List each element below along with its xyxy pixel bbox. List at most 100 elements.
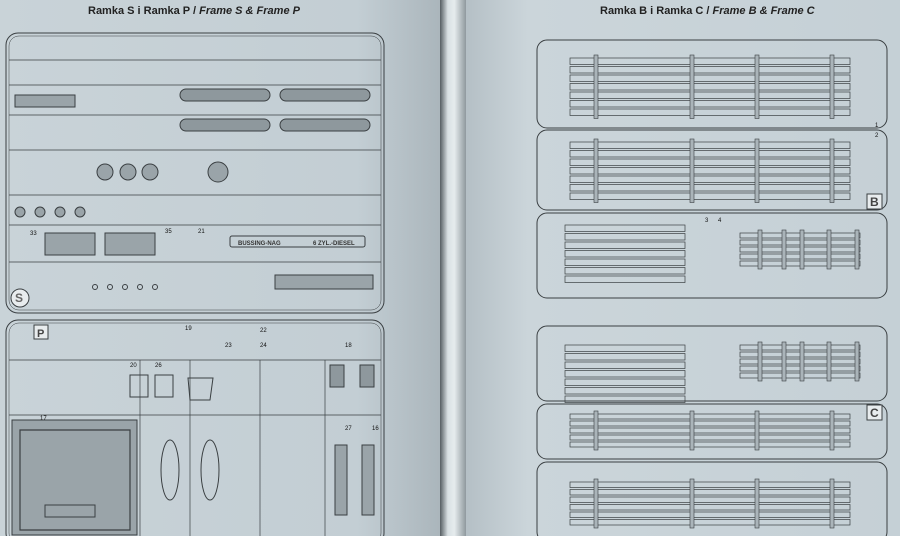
part-number: 1 (875, 123, 879, 129)
slat-clamp (689, 54, 695, 119)
title-polish: Ramka S i Ramka P (88, 5, 190, 17)
slat-clamp (829, 138, 835, 203)
slat-part (569, 441, 851, 448)
slat-clamp (757, 341, 763, 382)
slat-part (569, 489, 851, 496)
frame-s-letter: S (10, 288, 30, 308)
frame-p-letter: P (33, 324, 49, 340)
frame-b-sprue (536, 39, 888, 299)
slat-part (569, 91, 851, 99)
leaf-spring-part (279, 118, 371, 132)
slat-part (569, 66, 851, 74)
slat-part (564, 275, 686, 283)
part-number: 21 (198, 229, 205, 235)
part-number: 27 (345, 426, 352, 432)
slat-part (569, 158, 851, 166)
slat-clamp (826, 229, 832, 270)
leaf-spring-part (279, 88, 371, 102)
slat-part (569, 175, 851, 183)
title-separator: / (189, 5, 200, 17)
slat-clamp (593, 478, 599, 529)
slat-part (569, 100, 851, 108)
small-ring-part (137, 284, 143, 290)
slat-part (569, 184, 851, 192)
slat-part (564, 267, 686, 275)
shaft-part (200, 439, 220, 501)
left-sprue-runners (9, 59, 381, 536)
strut-part (334, 444, 348, 516)
slat-clamp (829, 410, 835, 451)
slat-part (569, 413, 851, 420)
slat-clamp (829, 478, 835, 529)
slat-part (569, 167, 851, 175)
slat-clamp (689, 478, 695, 529)
engraving-left: BUSSING-NAG (238, 241, 281, 247)
small-ring-part (107, 284, 113, 290)
engraving-plate: BUSSING-NAG 6 ZYL.-DIESEL (229, 235, 366, 248)
slat-clamp (781, 341, 787, 382)
wheel-hub-part (96, 163, 114, 181)
small-round-part (54, 206, 66, 218)
slat-part (564, 258, 686, 266)
left-page-title: Ramka S i Ramka P / Frame S & Frame P (88, 5, 300, 17)
part-number: 26 (155, 363, 162, 369)
slat-part (569, 83, 851, 91)
right-sprue-slats (564, 54, 861, 529)
box-part (154, 374, 174, 398)
part-number: 33 (30, 231, 37, 237)
part-number: 17 (40, 416, 47, 422)
strut-part (361, 444, 375, 516)
title-english: Frame S & Frame P (199, 5, 300, 17)
slat-part (564, 378, 686, 386)
bracket-part (104, 232, 156, 256)
slat-part (569, 519, 851, 526)
box-part (129, 374, 149, 398)
slat-clamp (781, 229, 787, 270)
slat-clamp (689, 410, 695, 451)
part-number: 16 (372, 426, 379, 432)
small-ring-part (152, 284, 158, 290)
slat-part (564, 353, 686, 361)
title-english: Frame B & Frame C (712, 5, 815, 17)
engraving-right: 6 ZYL.-DIESEL (313, 241, 355, 247)
slat-part (569, 141, 851, 149)
slat-part (569, 511, 851, 518)
gear-part (207, 161, 229, 183)
slat-part (564, 395, 686, 403)
slat-clamp (593, 138, 599, 203)
frame-s-sprue (5, 32, 385, 314)
part-number: 22 (260, 328, 267, 334)
slat-part (564, 250, 686, 258)
slat-part (569, 57, 851, 65)
wheel-hub-part (141, 163, 159, 181)
slat-part (569, 504, 851, 511)
part-number: 20 (130, 363, 137, 369)
wheel-hub-part (119, 163, 137, 181)
axle-part (14, 94, 76, 108)
small-round-part (74, 206, 86, 218)
left-sprue-parts (14, 88, 375, 516)
slat-part (569, 420, 851, 427)
slat-clamp (826, 341, 832, 382)
small-round-part (14, 206, 26, 218)
slat-part (569, 434, 851, 441)
slat-clamp (754, 138, 760, 203)
part-number: 24 (260, 343, 267, 349)
slat-part (569, 481, 851, 488)
body-panel-part (11, 419, 138, 536)
slat-part (569, 74, 851, 82)
slat-clamp (754, 54, 760, 119)
svg-text:B: B (870, 195, 879, 209)
slat-part (564, 241, 686, 249)
right-page-title: Ramka B i Ramka C / Frame B & Frame C (600, 5, 815, 17)
part-number: 23 (225, 343, 232, 349)
slat-clamp (799, 229, 805, 270)
part-number: 3 (705, 218, 709, 224)
slat-clamp (593, 54, 599, 119)
slat-clamp (854, 229, 860, 270)
slat-part (564, 344, 686, 352)
slat-part (569, 108, 851, 116)
title-separator: / (703, 5, 713, 17)
